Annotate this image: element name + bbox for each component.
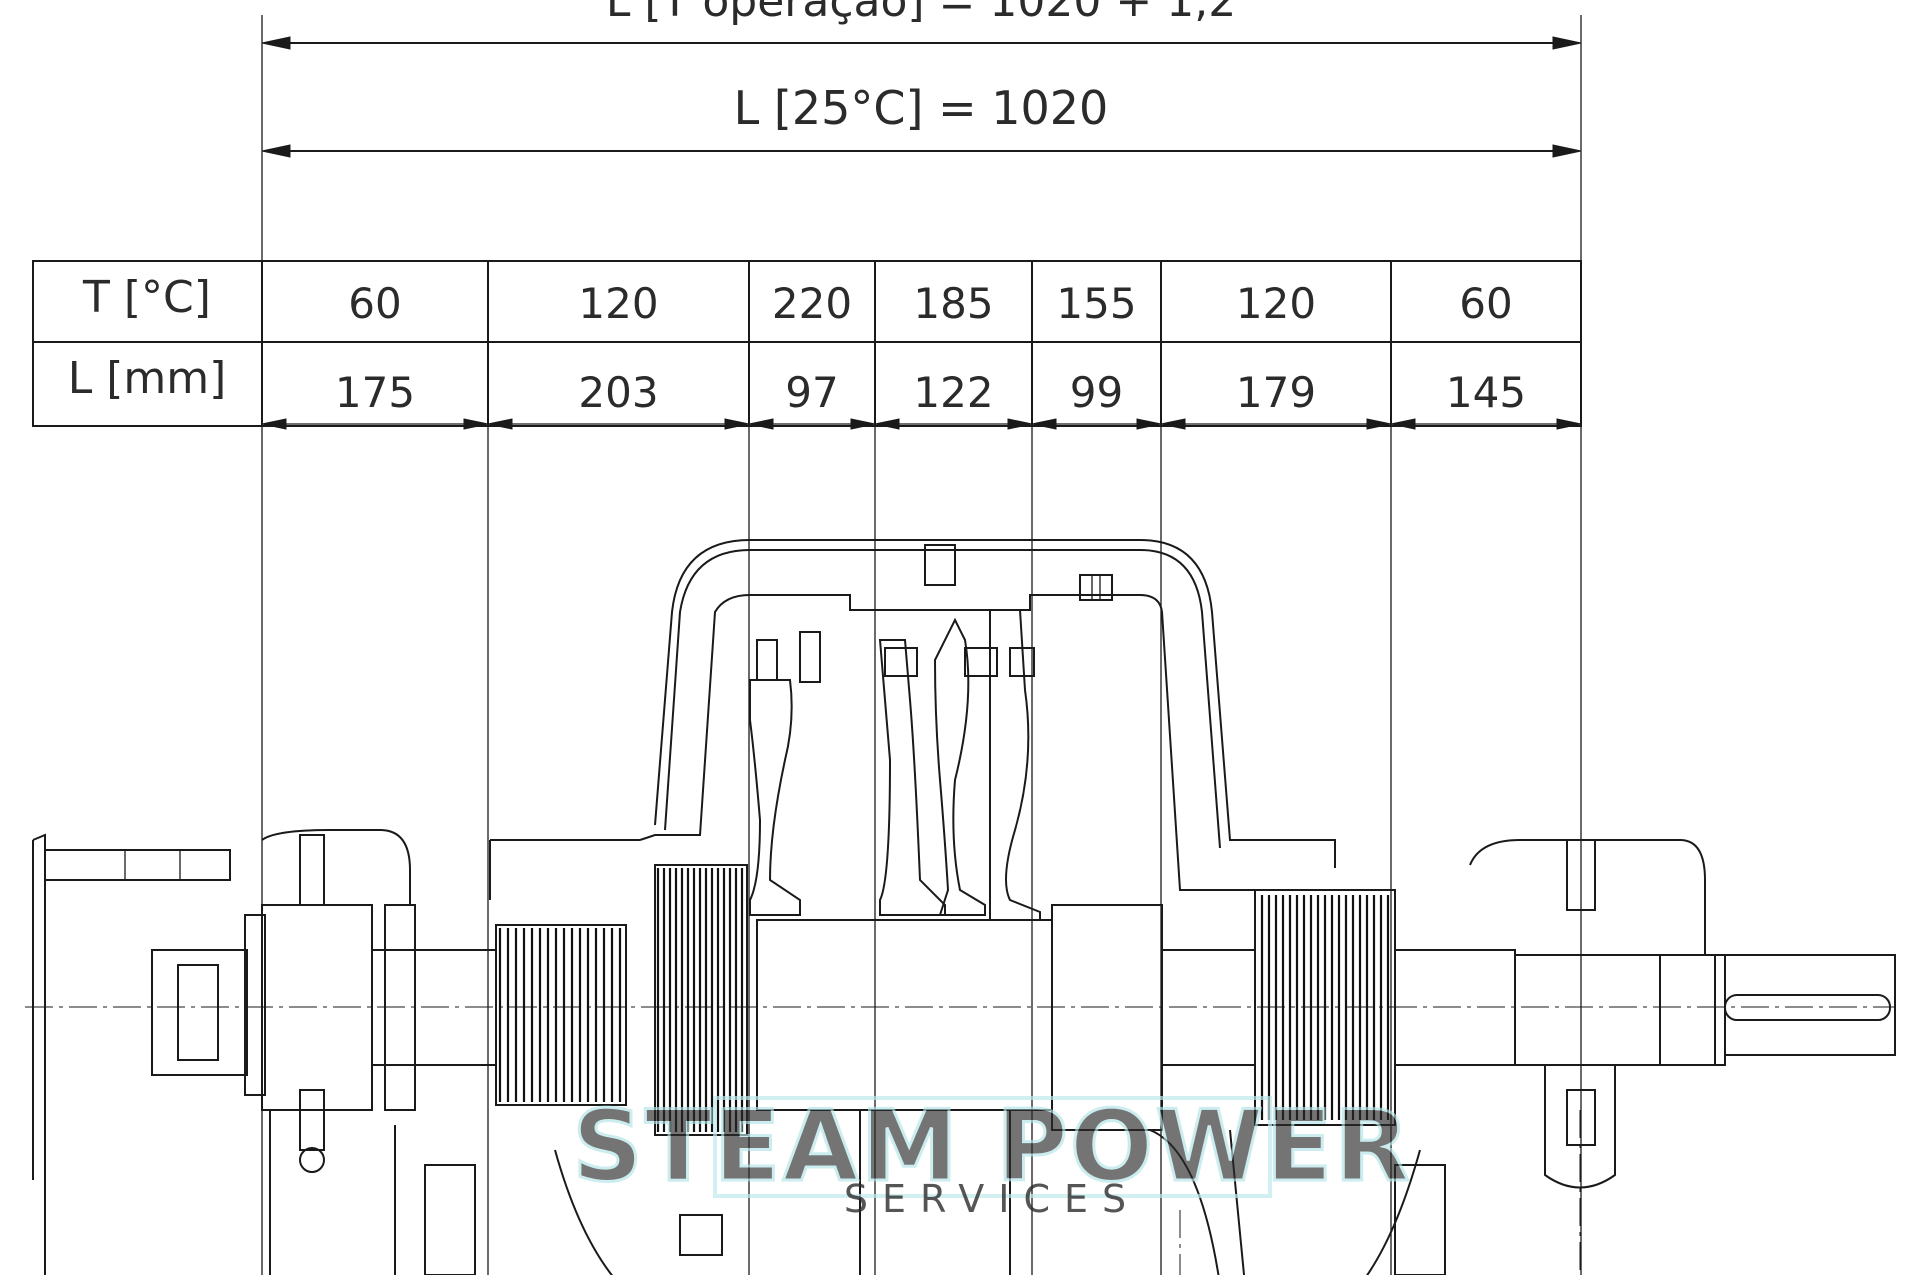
seal-fin-stack bbox=[1260, 895, 1390, 1120]
temperature-cell: 220 bbox=[772, 279, 852, 328]
temperature-cell: 155 bbox=[1056, 279, 1136, 328]
watermark: STEAM POWER SERVICES bbox=[571, 1089, 1412, 1222]
segment-dimension-arrow bbox=[1390, 418, 1582, 430]
temperature-cell: 120 bbox=[578, 279, 658, 328]
temperature-cell: 185 bbox=[913, 279, 993, 328]
segment-dimension-arrow bbox=[1160, 418, 1392, 430]
rotor-drum bbox=[756, 919, 1053, 1111]
cold-length-label: L [25°C] = 1020 bbox=[734, 81, 1109, 135]
seal-fin-stack bbox=[656, 868, 744, 1132]
segment-dimension-arrow bbox=[748, 418, 876, 430]
stage-disk-2 bbox=[878, 639, 946, 916]
segment-extension-lines bbox=[487, 426, 1392, 1275]
length-cell: 145 bbox=[1446, 368, 1526, 417]
stage-disk-3 bbox=[989, 609, 1041, 921]
seal-fin-stack bbox=[498, 928, 622, 1102]
temperature-cell: 60 bbox=[348, 279, 401, 328]
length-cell: 122 bbox=[913, 368, 993, 417]
steam-inlet-bolt bbox=[924, 544, 956, 586]
length-cell: 179 bbox=[1236, 368, 1316, 417]
length-cell: 99 bbox=[1070, 368, 1123, 417]
segment-dimension-arrow bbox=[261, 418, 489, 430]
operating-length-label: L [T operação] = 1020 + 1,2 bbox=[606, 0, 1236, 27]
length-row-header: L [mm] bbox=[68, 353, 227, 404]
temperature-row-header: T [°C] bbox=[82, 272, 211, 323]
segment-dimension-arrow bbox=[874, 418, 1033, 430]
temperature-cell: 60 bbox=[1459, 279, 1512, 328]
left-labyrinth-seal bbox=[495, 864, 748, 1136]
temperature-cell: 120 bbox=[1236, 279, 1316, 328]
stage-disk-1 bbox=[749, 679, 801, 916]
temperature-length-table: T [°C] L [mm] 60 120 220 185 155 120 60 175 203… bbox=[32, 260, 1582, 430]
watermark-tagline: SERVICES bbox=[844, 1177, 1140, 1221]
length-cell: 97 bbox=[785, 368, 838, 417]
outer-casing bbox=[654, 539, 1336, 868]
overall-dimensions: L [T operação] = 1020 + 1,2 L [25°C] = 1… bbox=[261, 0, 1582, 1275]
length-cell: 175 bbox=[335, 368, 415, 417]
watermark-brand: STEAM POWER bbox=[572, 1090, 1412, 1204]
segment-dimension-arrow bbox=[1031, 418, 1162, 430]
right-journal-bearing bbox=[1659, 954, 1716, 1066]
left-coupling bbox=[151, 949, 248, 1076]
right-bearing-bolt bbox=[1566, 839, 1596, 911]
output-shaft-end bbox=[1724, 954, 1896, 1056]
segment-dimension-arrow bbox=[487, 418, 750, 430]
length-cell: 203 bbox=[578, 368, 658, 417]
rotor-cross-section bbox=[25, 539, 1896, 1275]
left-bearing-bolt bbox=[299, 834, 325, 906]
